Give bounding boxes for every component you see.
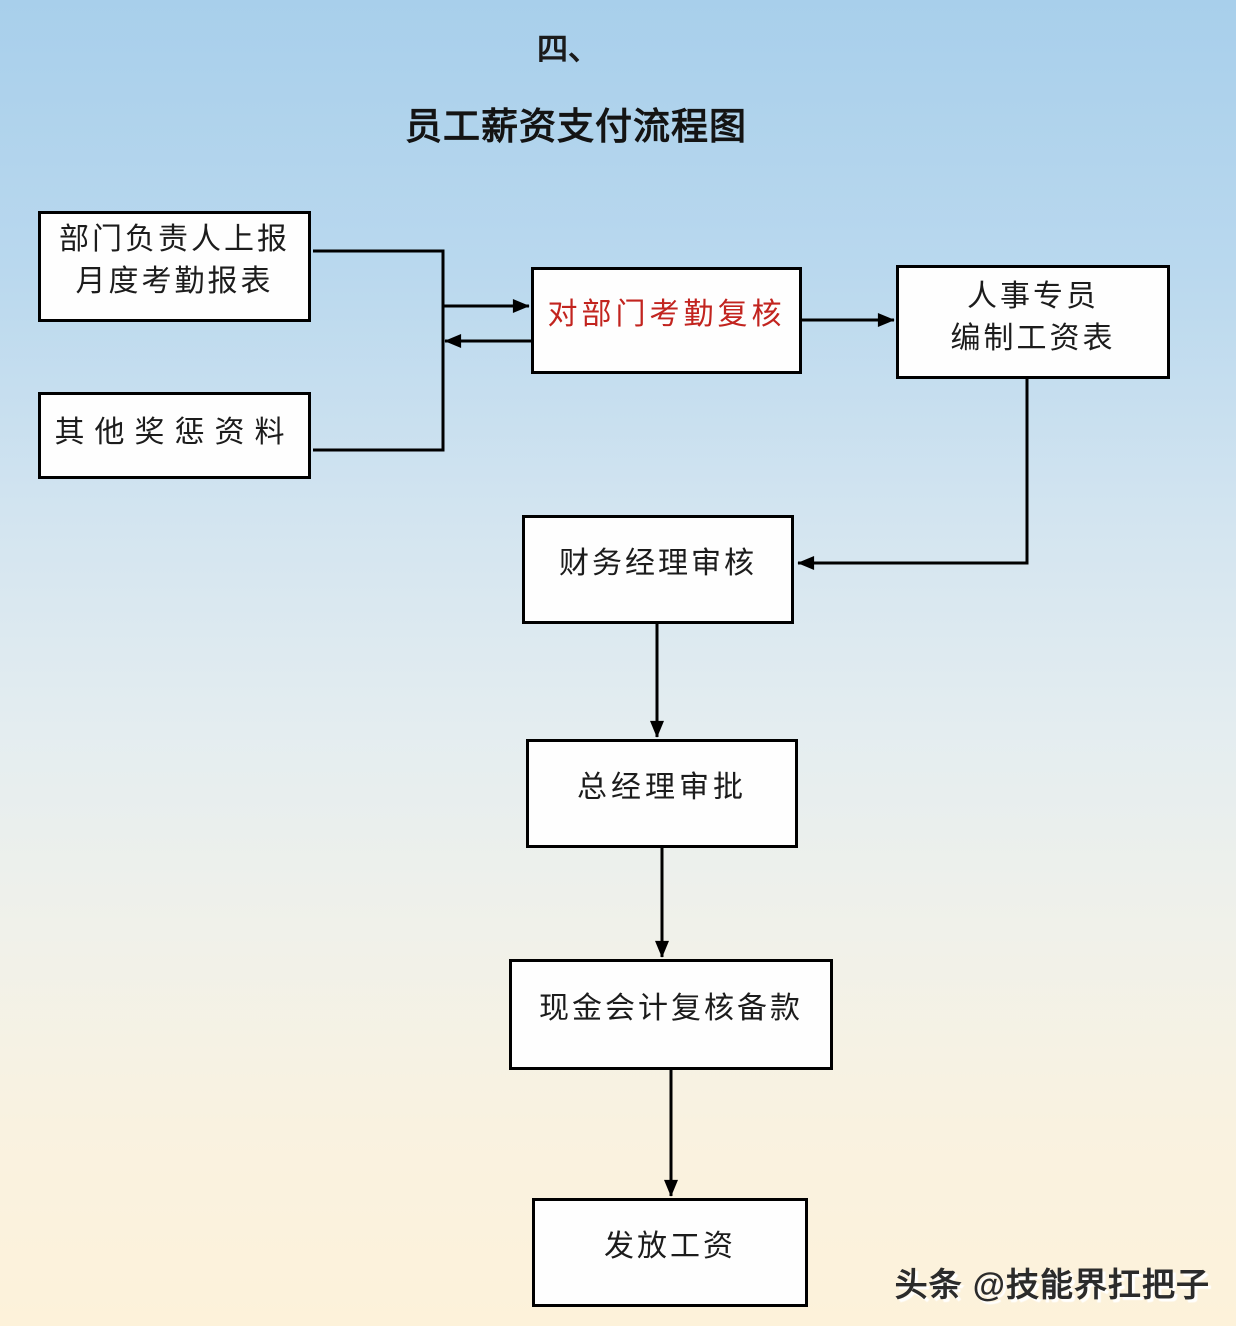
section-number: 四、: [537, 32, 599, 67]
node-hr-line2: 编制工资表: [950, 322, 1116, 355]
node-finance: 财务经理审核: [522, 515, 794, 624]
node-hr: 人事专员 编制工资表: [896, 265, 1170, 379]
node-review: 对部门考勤复核: [531, 267, 802, 374]
watermark: 头条 @技能界扛把子: [895, 1258, 1210, 1306]
node-cash-label: 现金会计复核备款: [539, 991, 803, 1025]
node-other: 其他奖惩资料: [38, 392, 311, 479]
node-gm-label: 总经理审批: [577, 770, 747, 804]
node-pay-label: 发放工资: [604, 1229, 736, 1263]
node-review-label: 对部门考勤复核: [547, 297, 786, 331]
node-report-line1: 部门负责人上报: [59, 222, 290, 256]
node-hr-line1: 人事专员: [967, 280, 1099, 313]
node-pay: 发放工资: [532, 1198, 808, 1307]
node-hr-text: 人事专员 编制工资表: [951, 276, 1116, 360]
node-cash: 现金会计复核备款: [509, 959, 833, 1070]
watermark-text: 头条 @技能界扛把子: [894, 1266, 1210, 1303]
connector-inputs-merge-line: [313, 249, 445, 452]
node-gm: 总经理审批: [526, 739, 798, 848]
node-finance-label: 财务经理审核: [559, 546, 757, 580]
page-title: 员工薪资支付流程图: [405, 106, 747, 147]
node-other-label: 其他奖惩资料: [54, 415, 295, 449]
node-report: 部门负责人上报 月度考勤报表: [38, 211, 311, 322]
node-report-text: 部门负责人上报 月度考勤报表: [59, 219, 290, 303]
arrow-hr-to-finance: [797, 379, 1029, 570]
node-report-line2: 月度考勤报表: [75, 264, 274, 298]
